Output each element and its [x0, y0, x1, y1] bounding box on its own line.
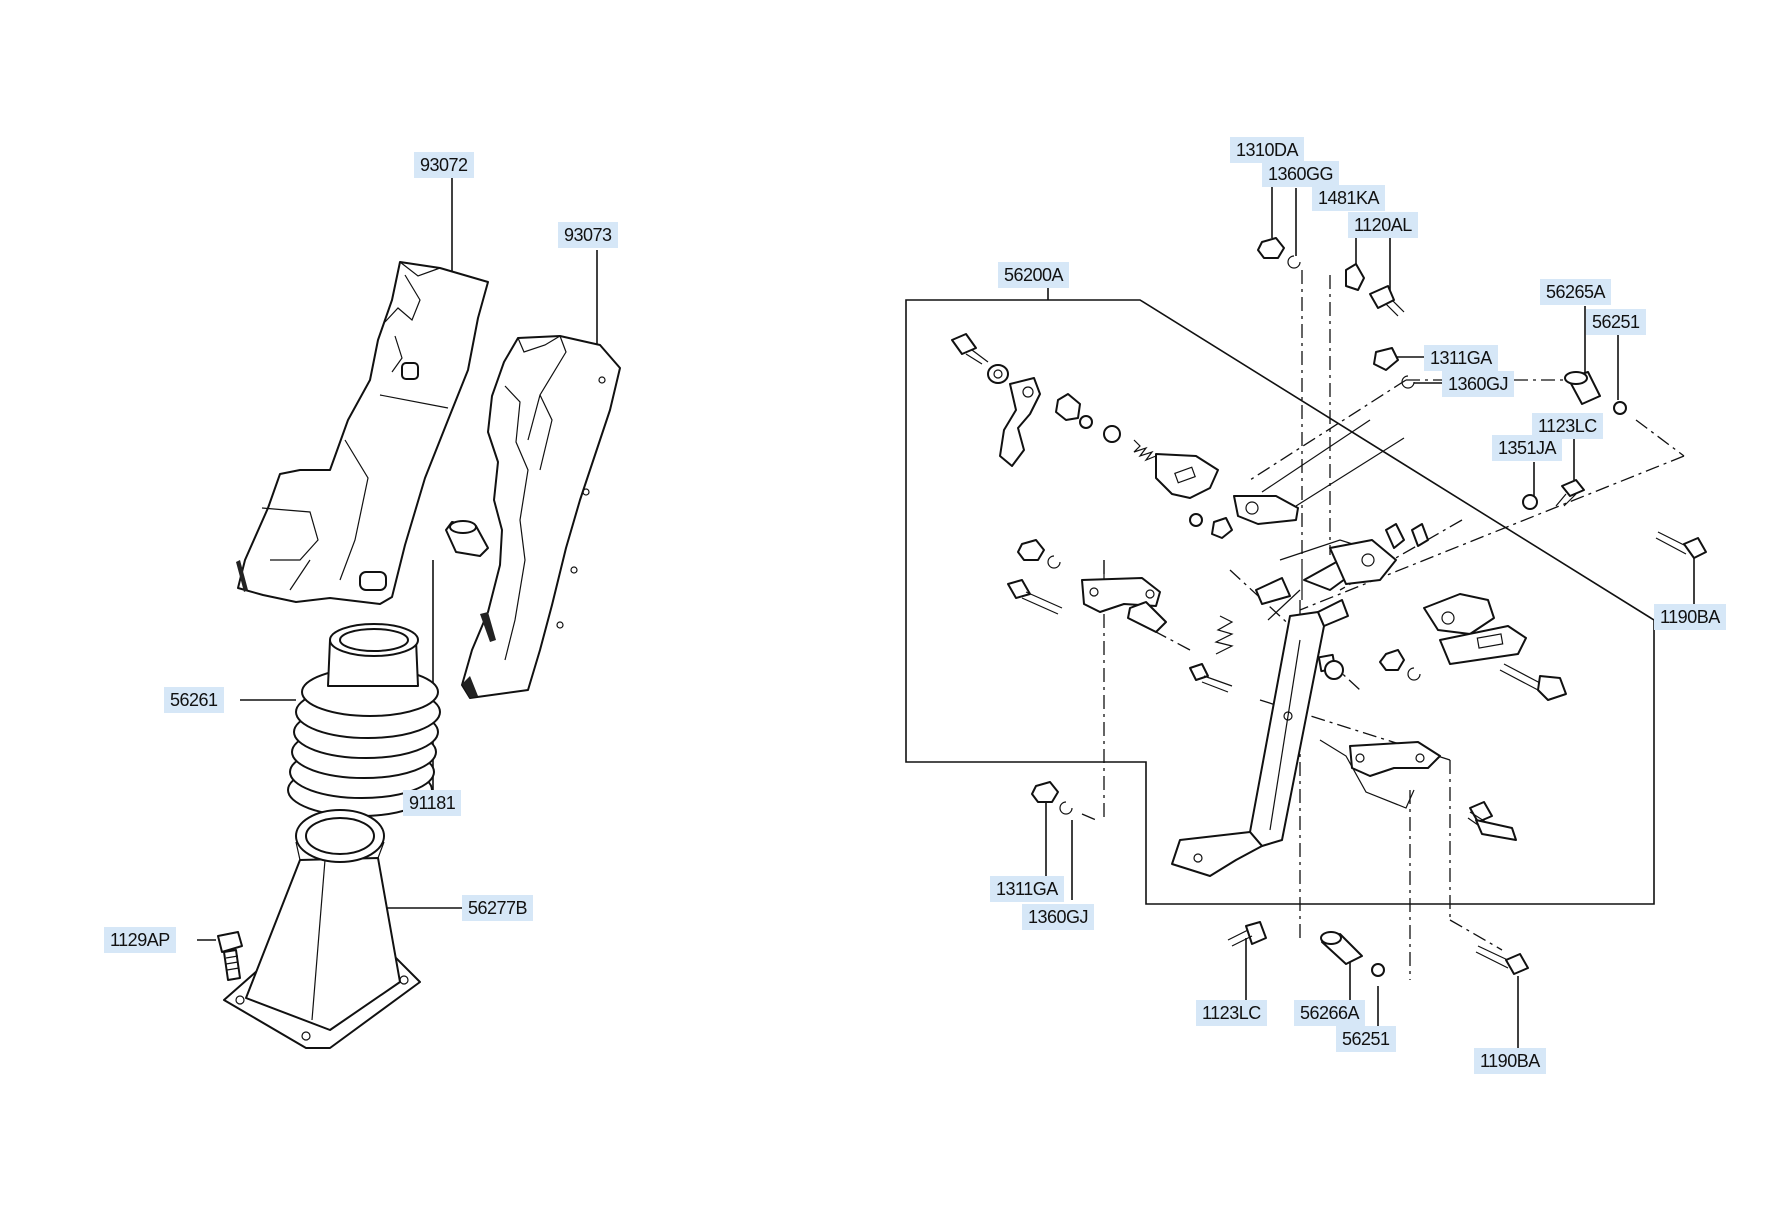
label-56265A[interactable]: 56265A: [1540, 279, 1612, 305]
pedal-bracket: [1171, 539, 1379, 877]
label-1129AP[interactable]: 1129AP: [104, 927, 176, 953]
top-fasteners: [1257, 237, 1627, 510]
upper-pedal-pieces: [1329, 523, 1429, 585]
label-1123LC-top[interactable]: 1123LC: [1532, 413, 1603, 439]
middle-left-hardware: [1007, 539, 1234, 693]
sleeve-91181: [445, 520, 489, 557]
label-1311GA-bottom[interactable]: 1311GA: [990, 876, 1064, 902]
leader-lines-right: [1045, 164, 1695, 1048]
label-1120AL[interactable]: 1120AL: [1348, 212, 1418, 238]
boot-56261: [287, 623, 441, 817]
lower-column-cover: [461, 335, 621, 699]
label-1360GJ-top[interactable]: 1360GJ: [1442, 371, 1515, 397]
label-1360GG[interactable]: 1360GG: [1262, 161, 1340, 187]
bottom-fasteners: [1227, 921, 1529, 977]
label-1360GJ-bottom[interactable]: 1360GJ: [1022, 904, 1095, 930]
connector-lines: [1103, 560, 1303, 600]
label-1123LC-bottom[interactable]: 1123LC: [1196, 1000, 1267, 1026]
label-56266A[interactable]: 56266A: [1294, 1000, 1366, 1026]
lower-middle-hardware: [1319, 739, 1517, 841]
upper-hardware: [951, 333, 1405, 539]
boot-base-56277B: [223, 809, 421, 1049]
label-91181[interactable]: 91181: [403, 790, 462, 816]
bolt-upper-right: [1655, 531, 1707, 559]
lower-left-fasteners: [1031, 781, 1097, 821]
right-links: [1379, 593, 1567, 701]
label-56277B[interactable]: 56277B: [462, 895, 534, 921]
label-56261[interactable]: 56261: [164, 687, 224, 713]
label-1190BA-right[interactable]: 1190BA: [1654, 604, 1726, 630]
label-56200A[interactable]: 56200A: [998, 262, 1070, 288]
label-93072[interactable]: 93072: [414, 152, 474, 178]
label-1481KA[interactable]: 1481KA: [1312, 185, 1386, 211]
upper-column-cover: [236, 261, 489, 605]
assembly-outline: [905, 288, 1655, 905]
label-93073[interactable]: 93073: [558, 222, 618, 248]
label-1311GA-top[interactable]: 1311GA: [1424, 345, 1498, 371]
label-1310DA[interactable]: 1310DA: [1230, 137, 1305, 163]
label-1190BA-bottom[interactable]: 1190BA: [1474, 1048, 1546, 1074]
centre-lines: [1103, 270, 1685, 980]
bolt-1129AP: [217, 931, 243, 981]
label-56251-bottom[interactable]: 56251: [1336, 1026, 1396, 1052]
label-56251-top[interactable]: 56251: [1586, 309, 1646, 335]
label-1351JA[interactable]: 1351JA: [1492, 435, 1563, 461]
